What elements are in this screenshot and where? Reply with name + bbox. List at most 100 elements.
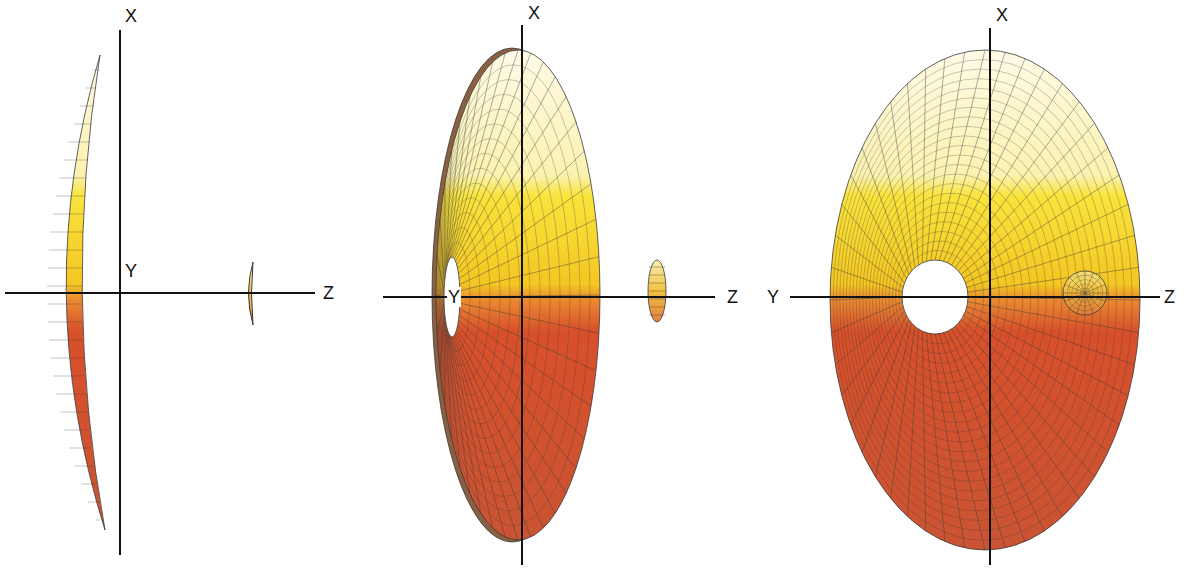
mesh-line: [57, 394, 86, 395]
mesh-line: [65, 430, 89, 431]
mesh-line: [1063, 293, 1085, 294]
mesh-line: [53, 214, 84, 215]
mesh-line: [444, 315, 445, 406]
mesh-line: [649, 291, 665, 292]
mesh-line: [457, 97, 566, 265]
mesh-line: [944, 59, 1026, 262]
mesh-line: [935, 50, 985, 260]
mesh-ring: [833, 60, 1132, 541]
mesh-line: [450, 62, 493, 259]
mesh-line: [908, 329, 919, 516]
mesh-line: [851, 175, 907, 279]
mesh-line: [451, 337, 505, 537]
mesh-line: [440, 219, 444, 284]
central-hole: [1085, 293, 1086, 294]
mesh-line: [454, 62, 543, 259]
mesh-line: [49, 250, 83, 251]
mesh-line: [1069, 293, 1084, 308]
mesh-line: [1085, 277, 1100, 292]
mesh-line: [64, 160, 89, 161]
mesh-line: [452, 50, 518, 257]
mesh-line: [60, 412, 87, 413]
mesh-line: [649, 283, 665, 284]
mesh-line: [48, 322, 83, 323]
mesh-line: [961, 148, 1108, 275]
mesh-line: [968, 302, 1139, 333]
mesh-line: [922, 69, 925, 263]
secondary-surface: [648, 260, 666, 322]
dish-surface: [436, 50, 600, 540]
mesh-line: [831, 267, 902, 292]
mesh-line: [948, 69, 1045, 263]
mesh-line: [948, 331, 1045, 531]
mesh-line: [459, 315, 591, 406]
mesh-line: [50, 232, 83, 233]
mesh-line: [456, 77, 556, 262]
primary-mirror-oblique: [436, 50, 600, 540]
mesh-line: [447, 329, 470, 493]
mesh-line: [1069, 277, 1084, 292]
mesh-line: [939, 334, 1005, 548]
mesh-line: [47, 286, 82, 287]
axis-label: X: [124, 6, 138, 26]
mesh-ring: [837, 69, 1125, 530]
mesh-line: [862, 148, 909, 275]
primary-mirror-front: [830, 50, 1140, 550]
mesh-line: [81, 484, 95, 485]
mesh-line: [444, 184, 445, 279]
mesh-line: [958, 323, 1094, 477]
mesh-line: [458, 122, 576, 269]
mesh-line: [446, 325, 460, 468]
mesh-ring: [843, 88, 1109, 511]
mesh-line: [448, 333, 480, 514]
mesh-line: [968, 267, 1139, 292]
z-axis: [5, 292, 315, 294]
axis-label: Z: [1163, 287, 1176, 307]
mesh-line: [446, 321, 452, 439]
mesh-line: [458, 325, 576, 468]
mesh-line: [835, 307, 903, 365]
mesh-line: [68, 142, 90, 143]
mesh-line: [649, 307, 665, 308]
mesh-line: [75, 466, 93, 467]
mesh-line: [446, 122, 460, 269]
mesh-line: [460, 219, 596, 284]
mesh-line: [922, 331, 925, 531]
dish-surface: [1063, 271, 1107, 315]
mesh-line: [453, 337, 531, 537]
mesh-line: [450, 335, 493, 528]
mesh-ring: [437, 65, 590, 526]
dish-surface: [830, 50, 1140, 550]
mesh-line: [457, 329, 566, 493]
mesh-line: [69, 448, 90, 449]
mesh-line: [964, 175, 1120, 279]
mesh-line: [961, 320, 1108, 453]
mesh-line: [835, 235, 903, 287]
mesh-line: [1065, 285, 1085, 293]
mesh-line: [48, 268, 83, 269]
z-axis: [383, 296, 715, 298]
mesh-line: [1077, 273, 1085, 293]
mesh-line: [955, 326, 1079, 498]
axis-label: Z: [726, 287, 739, 307]
secondary-mirror: [648, 260, 666, 322]
mesh-line: [875, 123, 911, 271]
mesh-line: [649, 299, 665, 300]
mesh-line: [649, 315, 665, 316]
mesh-line: [456, 333, 556, 514]
y-z-axis: [790, 296, 1160, 298]
axis-label: X: [995, 5, 1009, 25]
mesh-ring: [840, 79, 1117, 521]
mesh-line: [460, 309, 596, 370]
mesh-ring: [437, 80, 580, 511]
mesh-line: [86, 88, 97, 89]
secondary-mirror: [1063, 271, 1107, 315]
mesh-line: [891, 102, 915, 268]
mesh-line: [453, 53, 531, 257]
mesh-line: [1085, 285, 1105, 293]
mesh-line: [1086, 293, 1108, 294]
mesh-line: [944, 333, 1026, 542]
mesh-ring: [846, 98, 1101, 501]
x-axis: [521, 25, 523, 565]
mesh-line: [88, 502, 98, 503]
